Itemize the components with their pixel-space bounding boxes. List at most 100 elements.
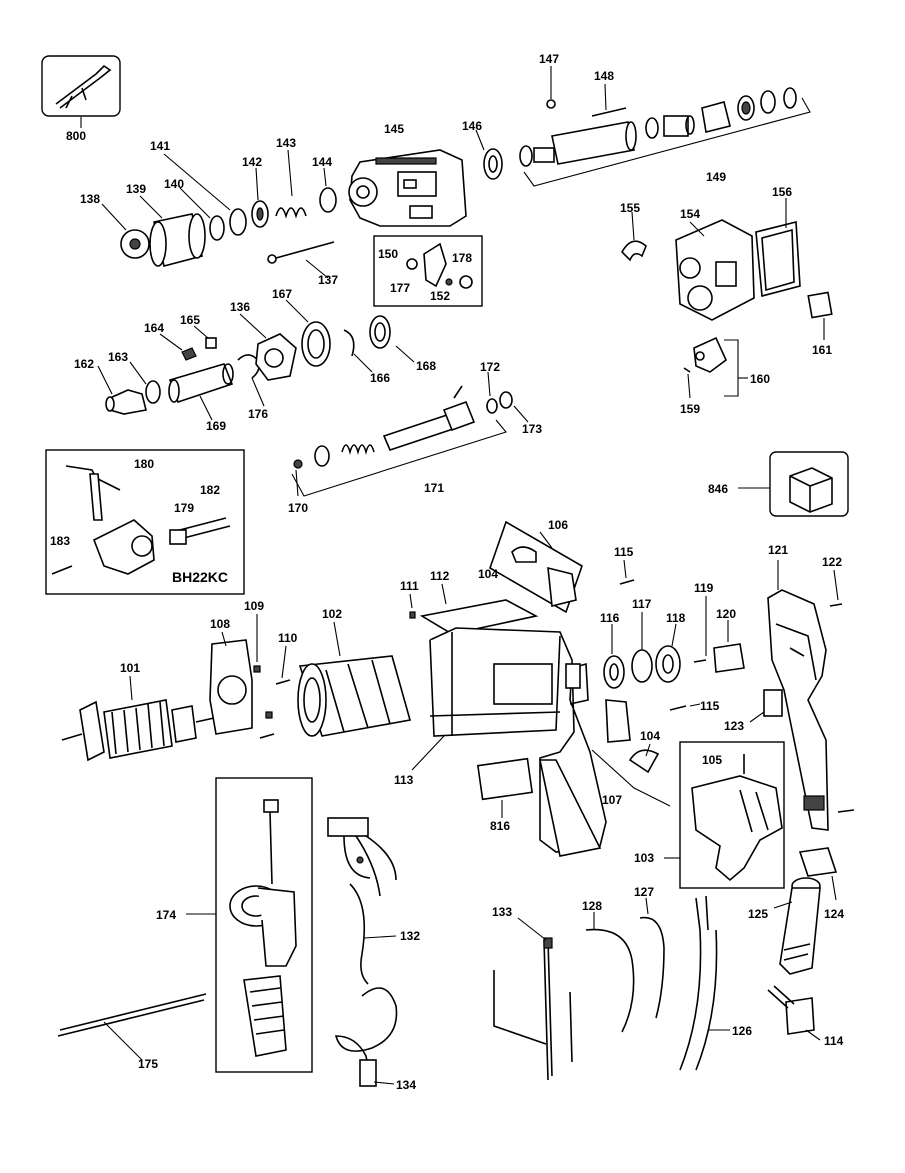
part-lower-brush-holder — [605, 699, 631, 743]
part-112-plate — [419, 599, 539, 635]
callout-148: 148 — [594, 69, 614, 83]
part-125-side-handle — [779, 877, 821, 975]
callout-159: 159 — [680, 402, 700, 416]
part-149-spindle-assembly — [519, 87, 797, 167]
callout-136: 136 — [230, 300, 250, 314]
callout-115-upper: 115 — [614, 545, 634, 559]
parts-154-156 — [621, 219, 833, 321]
part-103-switch-assembly — [679, 741, 785, 889]
callout-113: 113 — [394, 773, 414, 787]
callout-104-lower: 104 — [640, 729, 660, 743]
callout-labels: 800 147 148 146 145 141 142 143 144 139 … — [50, 52, 844, 1092]
callout-168: 168 — [416, 359, 436, 373]
callout-119: 119 — [694, 581, 714, 595]
callout-138: 138 — [80, 192, 100, 206]
part-113-motor-housing — [429, 627, 607, 857]
callout-108: 108 — [210, 617, 230, 631]
callout-156: 156 — [772, 185, 792, 199]
callout-170: 170 — [288, 501, 308, 515]
callout-111: 111 — [400, 579, 419, 593]
callout-139: 139 — [126, 182, 146, 196]
part-121-handle — [767, 589, 855, 831]
callout-171: 171 — [424, 481, 444, 495]
part-816-label — [476, 757, 534, 801]
callout-816: 816 — [490, 819, 510, 833]
callout-121: 121 — [768, 543, 788, 557]
callout-154: 154 — [680, 207, 700, 221]
callout-177: 177 — [390, 281, 410, 295]
callout-128: 128 — [582, 899, 602, 913]
callout-137: 137 — [318, 273, 338, 287]
callout-133: 133 — [492, 905, 512, 919]
callout-165: 165 — [180, 313, 200, 327]
part-145-gear-housing — [348, 149, 467, 227]
callout-115-lower: 115 — [700, 699, 720, 713]
callout-182: 182 — [200, 483, 220, 497]
keyless-chuck-kit — [45, 449, 245, 595]
callout-122: 122 — [822, 555, 842, 569]
part-127-wire — [639, 916, 665, 1019]
callout-123: 123 — [724, 719, 744, 733]
callout-101: 101 — [120, 661, 140, 675]
part-147-ball — [546, 99, 556, 109]
callout-142: 142 — [242, 155, 262, 169]
part-134-wire — [334, 987, 398, 1079]
callout-109: 109 — [244, 599, 264, 613]
callout-800: 800 — [66, 129, 86, 143]
callout-180: 180 — [134, 457, 154, 471]
callout-132: 132 — [400, 929, 420, 943]
callout-160: 160 — [750, 372, 770, 386]
callout-167: 167 — [272, 287, 292, 301]
callout-143: 143 — [276, 136, 296, 150]
parts-162-169-row — [105, 315, 391, 415]
part-101-armature — [61, 699, 215, 762]
callout-141: 141 — [150, 139, 170, 153]
callout-117: 117 — [632, 597, 652, 611]
part-133-wire — [493, 937, 573, 1081]
part-148-pin — [591, 107, 627, 117]
part-800-tool — [41, 55, 121, 117]
callout-183: 183 — [50, 534, 70, 548]
callout-107: 107 — [602, 793, 622, 807]
callout-114: 114 — [824, 1034, 844, 1048]
callout-172: 172 — [480, 360, 500, 374]
callout-178: 178 — [452, 251, 472, 265]
part-123-block — [763, 689, 783, 717]
part-124-clamp — [798, 847, 838, 877]
callout-118: 118 — [666, 611, 686, 625]
callout-162: 162 — [74, 357, 94, 371]
callout-124: 124 — [824, 907, 844, 921]
callout-146: 146 — [462, 119, 482, 133]
kit-model-label: BH22KC — [172, 569, 228, 585]
callout-152: 152 — [430, 289, 450, 303]
callout-127: 127 — [634, 885, 654, 899]
callout-104-upper: 104 — [478, 567, 498, 581]
callout-102: 102 — [322, 607, 342, 621]
callout-169: 169 — [206, 419, 226, 433]
callout-106: 106 — [548, 518, 568, 532]
part-174-side-handle-kit — [215, 777, 313, 1073]
callout-103: 103 — [634, 851, 654, 865]
callout-179: 179 — [174, 501, 194, 515]
callout-126: 126 — [732, 1024, 752, 1038]
callout-155: 155 — [620, 201, 640, 215]
parts-116-120 — [603, 643, 745, 689]
callout-125: 125 — [748, 907, 768, 921]
callout-846: 846 — [708, 482, 728, 496]
callout-164: 164 — [144, 321, 164, 335]
callout-134: 134 — [396, 1078, 416, 1092]
callout-173: 173 — [522, 422, 542, 436]
callout-163: 163 — [108, 350, 128, 364]
callout-175: 175 — [138, 1057, 158, 1071]
callout-105: 105 — [702, 753, 722, 767]
callout-110: 110 — [278, 631, 298, 645]
switch-lever-group — [373, 235, 483, 307]
callout-150: 150 — [378, 247, 398, 261]
part-137-screw — [267, 241, 335, 264]
callout-176: 176 — [248, 407, 268, 421]
callout-140: 140 — [164, 177, 184, 191]
callout-116: 116 — [600, 611, 620, 625]
callout-149: 149 — [706, 170, 726, 184]
callout-147: 147 — [539, 52, 559, 66]
